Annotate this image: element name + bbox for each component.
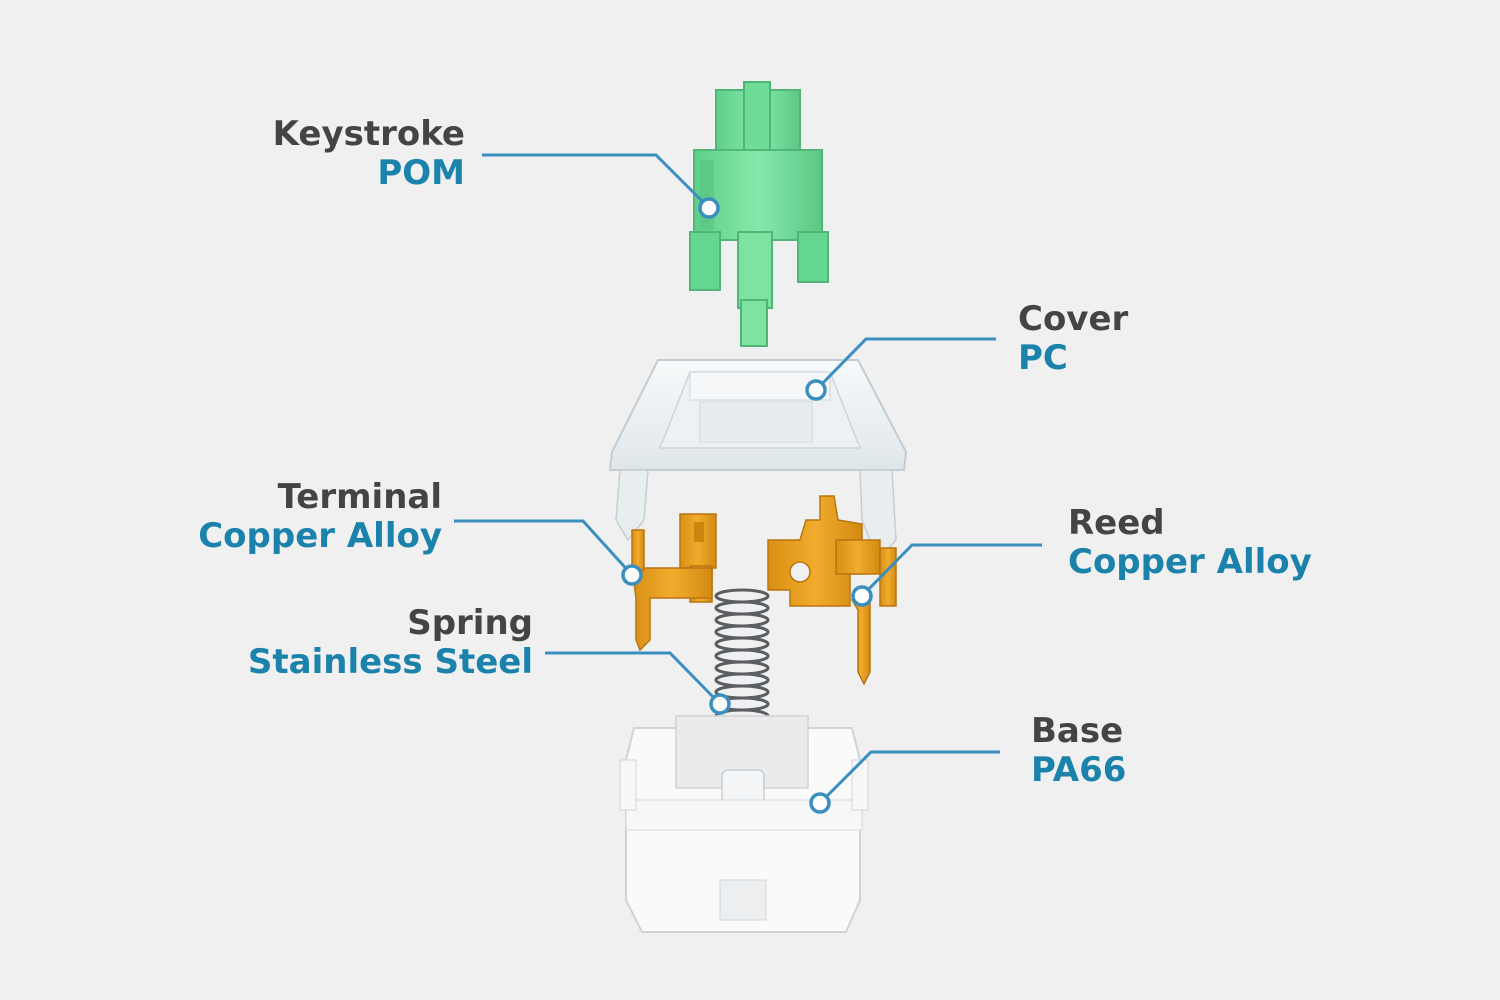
terminal-leader-line: [454, 519, 634, 577]
cover-name: Cover: [1018, 299, 1129, 339]
cover-material: PC: [1018, 338, 1068, 378]
spring-label: Spring Stainless Steel: [248, 604, 533, 682]
terminal-callout-dot: [621, 564, 643, 586]
spring-name: Spring: [407, 603, 533, 643]
keystroke-name: Keystroke: [272, 114, 465, 154]
terminal-material: Copper Alloy: [198, 516, 442, 556]
reed-leader-line: [860, 543, 1042, 598]
base-callout-dot: [809, 792, 831, 814]
cover-leader-line: [814, 337, 996, 392]
reed-name: Reed: [1068, 503, 1165, 543]
base-part: [619, 715, 869, 933]
base-name: Base: [1031, 711, 1124, 751]
base-label: Base PA66: [1031, 712, 1126, 790]
base-leader-line: [818, 750, 1000, 805]
cover-part: [608, 359, 908, 562]
terminal-part: [631, 513, 717, 652]
terminal-name: Terminal: [277, 477, 442, 517]
spring-material: Stainless Steel: [247, 642, 533, 682]
reed-callout-dot: [851, 585, 873, 607]
keystroke-callout-dot: [698, 197, 720, 219]
stem-part: [689, 81, 829, 347]
keystroke-material: POM: [377, 153, 465, 193]
keystroke-leader-line: [482, 153, 711, 210]
terminal-label: Terminal Copper Alloy: [198, 478, 442, 556]
reed-material: Copper Alloy: [1068, 542, 1312, 582]
keystroke-label: Keystroke POM: [273, 115, 465, 193]
cover-callout-dot: [805, 379, 827, 401]
reed-label: Reed Copper Alloy: [1068, 504, 1312, 582]
base-material: PA66: [1031, 750, 1127, 790]
spring-callout-dot: [709, 693, 731, 715]
spring-leader-line: [545, 651, 722, 706]
cover-label: Cover PC: [1018, 300, 1128, 378]
